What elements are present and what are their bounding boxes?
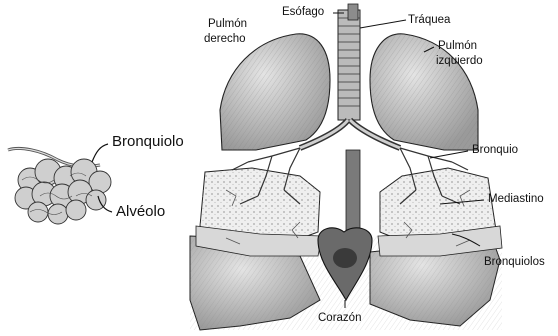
label-bronquio: Bronquio xyxy=(472,144,518,157)
label-alveolo: Alvéolo xyxy=(116,204,165,221)
trachea xyxy=(338,10,360,120)
bronquiolo-leader xyxy=(92,144,108,162)
label-pulmon-derecho-line2: derecho xyxy=(204,33,246,46)
alveolus-cluster-illustration xyxy=(8,148,111,224)
esophagus-lower xyxy=(346,150,360,230)
label-pulmon-derecho-line1: Pulmón xyxy=(208,18,247,31)
label-bronquiolo: Bronquiolo xyxy=(112,134,184,151)
label-mediastino: Mediastino xyxy=(488,193,544,206)
label-pulmon-izquierdo-line1: Pulmón xyxy=(438,40,477,53)
label-esofago: Esófago xyxy=(282,6,324,19)
label-bronquiolos: Bronquiolos xyxy=(484,256,545,269)
label-pulmon-izquierdo-line2: izquierdo xyxy=(436,55,483,68)
label-corazon: Corazón xyxy=(318,312,361,325)
label-traquea: Tráquea xyxy=(408,14,450,27)
esophagus xyxy=(348,4,358,20)
